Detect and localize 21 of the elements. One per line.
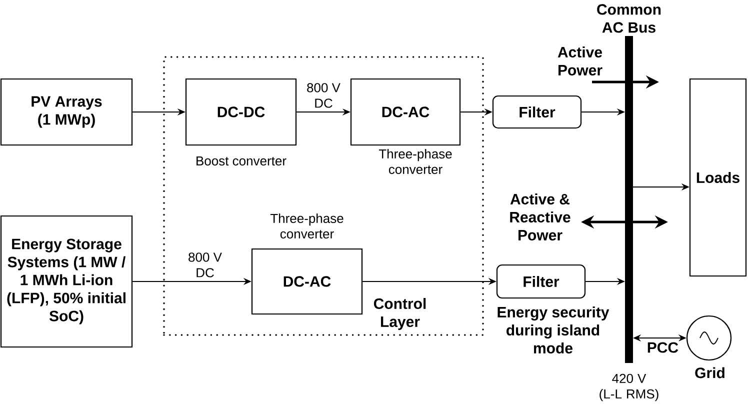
rounded-box: Filter <box>496 264 586 299</box>
description-text: Three-phase converter <box>378 148 452 174</box>
flow-label: Active Power <box>558 46 602 76</box>
process-box: DC-AC <box>350 78 461 146</box>
edge-label: 800 V DC <box>304 82 344 109</box>
voltage-label: 420 V (L-L RMS) <box>600 374 658 402</box>
edge-label: PCC <box>642 341 684 354</box>
flow-label: Active & Reactive Power <box>510 194 570 240</box>
process-box: Energy Storage Systems (1 MW / 1 MWh Li-ion (LFP), 50% initial SoC) <box>0 215 133 348</box>
frame-label: Control Layer <box>374 298 426 330</box>
process-box: DC-AC <box>251 248 363 315</box>
source-label: Grid <box>695 367 724 378</box>
process-box: Loads <box>689 78 747 277</box>
bus-title: Common AC Bus <box>597 4 661 33</box>
process-box: PV Arrays (1 MWp) <box>0 78 133 146</box>
note-text: Energy security during island mode <box>498 306 610 354</box>
edge-label: 800 V DC <box>185 252 225 278</box>
rounded-box: Filter <box>492 95 582 129</box>
description-text: Boost converter <box>196 156 286 166</box>
description-text: Three-phase converter <box>270 213 344 239</box>
process-box: DC-DC <box>185 78 297 146</box>
